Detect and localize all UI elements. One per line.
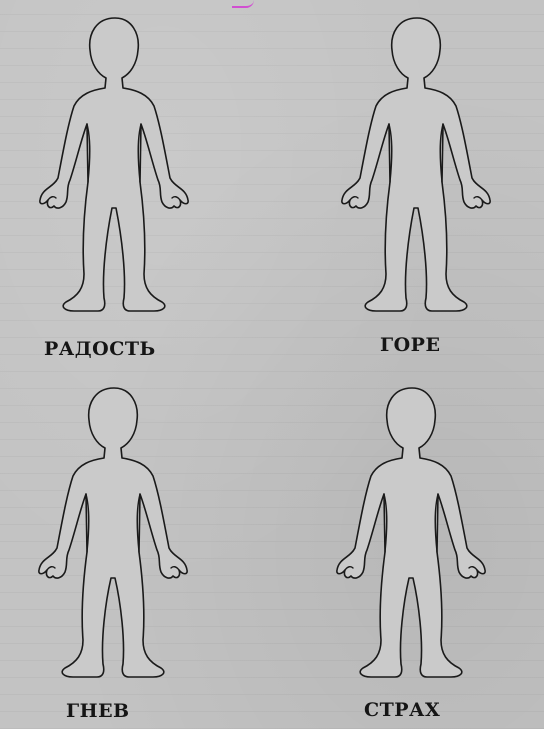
top-edge-mark — [232, 0, 254, 8]
figure-label-fear: СТРАХ — [364, 699, 440, 721]
figure-label-joy: РАДОСТЬ — [44, 338, 156, 360]
figure-label-grief: ГОРЕ — [380, 334, 440, 356]
body-outline-figure-fear — [325, 382, 495, 682]
body-outline-figure-anger — [28, 382, 198, 682]
figure-label-anger: ГНЕВ — [66, 700, 130, 722]
body-outline-figure-grief — [330, 12, 500, 317]
body-outline-figure-joy — [30, 12, 200, 317]
